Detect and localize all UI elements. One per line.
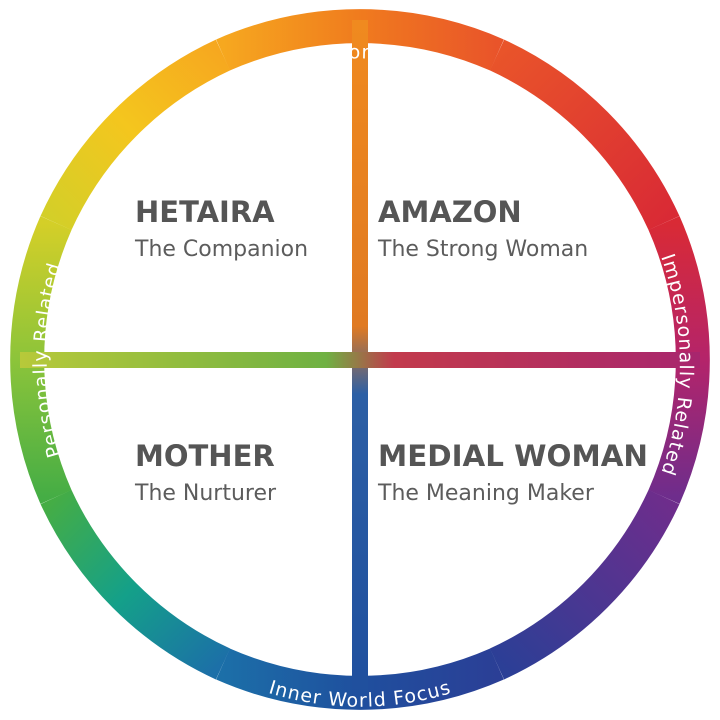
quadrant-title: MOTHER (135, 439, 275, 473)
quadrant-top-right: AMAZON The Strong Woman (377, 195, 588, 262)
quadrant-subtitle: The Strong Woman (377, 237, 588, 262)
quadrant-subtitle: The Companion (134, 237, 308, 262)
quadrant-title: AMAZON (378, 195, 522, 229)
quadrant-top-left: HETAIRA The Companion (134, 195, 308, 262)
horizontal-divider (20, 352, 700, 368)
quadrant-title: MEDIAL WOMAN (378, 439, 648, 473)
quadrant-bottom-left: MOTHER The Nurturer (134, 439, 277, 506)
quadrant-title: HETAIRA (135, 195, 275, 229)
quadrant-subtitle: The Nurturer (134, 481, 277, 506)
quadrant-bottom-right: MEDIAL WOMAN The Meaning Maker (377, 439, 648, 506)
quadrant-subtitle: The Meaning Maker (377, 481, 595, 506)
